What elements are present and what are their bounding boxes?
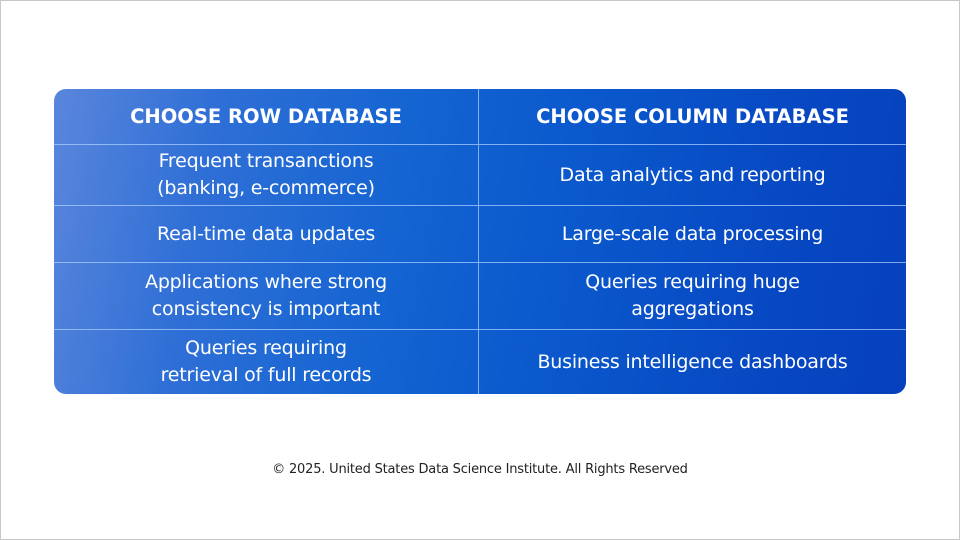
table-cell-column-db-3: Queries requiring huge aggregations xyxy=(479,263,906,330)
cell-text: Real-time data updates xyxy=(156,222,376,245)
header-row-database-label: CHOOSE ROW DATABASE xyxy=(130,105,402,128)
table-cell-column-db-1: Data analytics and reporting xyxy=(479,145,906,206)
cell-text: Queries requiring retrieval of full reco… xyxy=(160,337,372,386)
cell-text: Frequent transanctions (banking, e-comme… xyxy=(157,150,375,199)
table-cell-row-db-4: Queries requiring retrieval of full reco… xyxy=(54,330,479,394)
header-row-database: CHOOSE ROW DATABASE xyxy=(54,89,479,145)
cell-text: Queries requiring huge aggregations xyxy=(585,271,800,320)
table-cell-column-db-4: Business intelligence dashboards xyxy=(479,330,906,394)
table-cell-column-db-2: Large-scale data processing xyxy=(479,206,906,263)
comparison-table-grid: CHOOSE ROW DATABASE CHOOSE COLUMN DATABA… xyxy=(54,89,906,394)
cell-text: Data analytics and reporting xyxy=(559,163,826,186)
table-cell-row-db-3: Applications where strong consistency is… xyxy=(54,263,479,330)
cell-text: Large-scale data processing xyxy=(561,222,824,245)
cell-text: Applications where strong consistency is… xyxy=(145,271,387,320)
comparison-table: CHOOSE ROW DATABASE CHOOSE COLUMN DATABA… xyxy=(54,89,906,394)
table-cell-row-db-2: Real-time data updates xyxy=(54,206,479,263)
copyright-footer: © 2025. United States Data Science Insti… xyxy=(272,462,688,477)
table-cell-row-db-1: Frequent transanctions (banking, e-comme… xyxy=(54,145,479,206)
header-column-database-label: CHOOSE COLUMN DATABASE xyxy=(536,105,849,128)
cell-text: Business intelligence dashboards xyxy=(537,350,848,373)
header-column-database: CHOOSE COLUMN DATABASE xyxy=(479,89,906,145)
